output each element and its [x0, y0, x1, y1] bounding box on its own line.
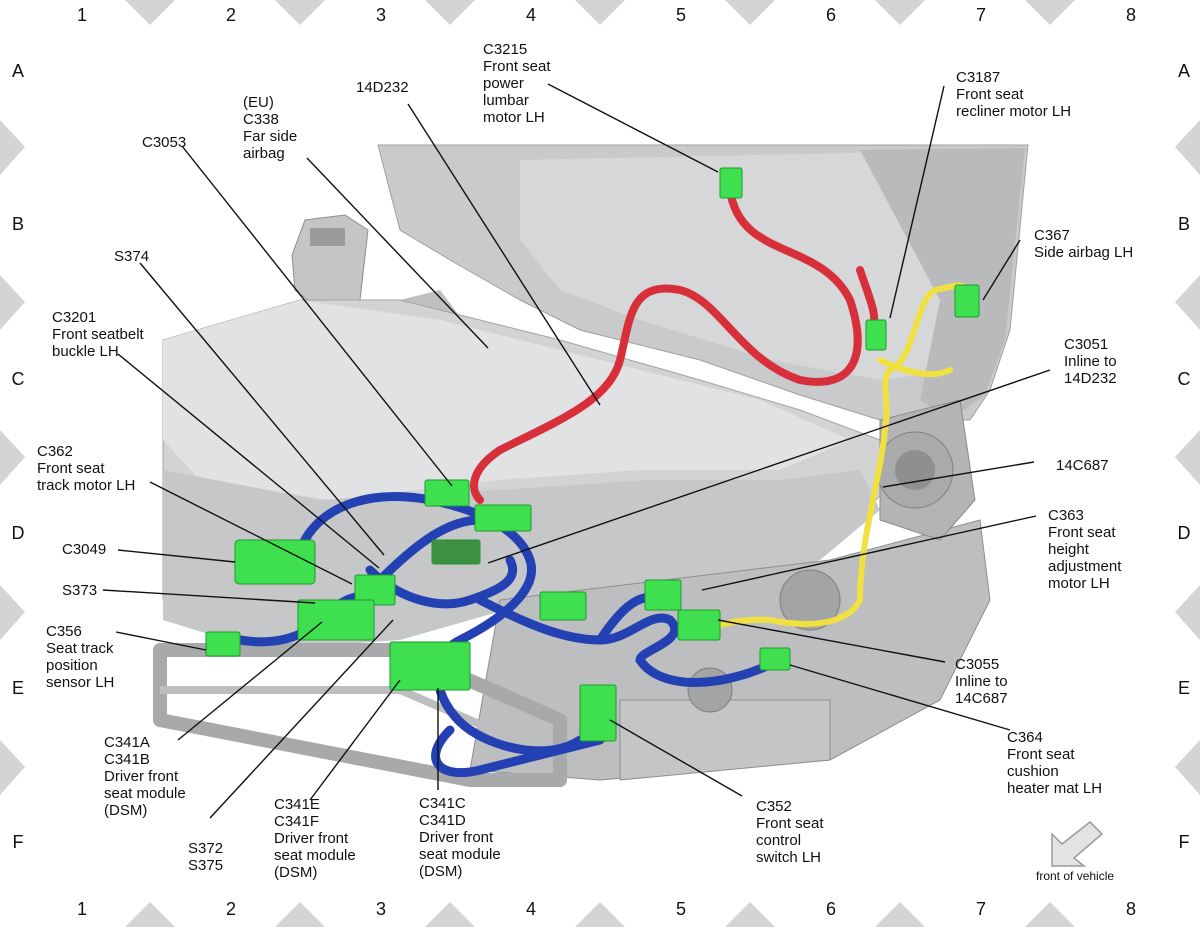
- connector-c3055: [677, 609, 721, 641]
- connector-c362: [354, 574, 396, 606]
- leader-lines: [102, 83, 1051, 819]
- grid-col-2-bottom: 2: [225, 899, 236, 919]
- grid-col-7-bottom: 7: [975, 899, 986, 919]
- label-14c687: 14C687: [1056, 457, 1109, 474]
- front-of-vehicle-arrow-icon: [1051, 820, 1104, 867]
- grid-row-d-left: D: [11, 523, 25, 543]
- grid-row-e-left: E: [11, 678, 24, 698]
- grid-col-6-top: 6: [825, 5, 836, 25]
- connector-s372: [539, 591, 587, 621]
- grid-col-5-bottom: 5: [675, 899, 686, 919]
- connectors: [205, 167, 980, 742]
- connector-c341ef: [389, 641, 471, 691]
- connector-14d232: [474, 504, 532, 532]
- connector-c356: [205, 631, 241, 657]
- grid-row-a-right: A: [1177, 61, 1190, 81]
- connector-c352: [579, 684, 617, 742]
- grid-row-f-left: F: [12, 832, 24, 852]
- label-c3049: C3049: [62, 541, 107, 558]
- label-c3053: C3053: [142, 134, 187, 151]
- grid-col-3-top: 3: [375, 5, 386, 25]
- connector-c367: [954, 284, 980, 318]
- connector-c364: [759, 647, 791, 671]
- grid-row-f-right: F: [1178, 832, 1190, 852]
- grid-row-b-right: B: [1177, 214, 1190, 234]
- grid-col-4-bottom: 4: [525, 899, 536, 919]
- harness-yellow: [697, 282, 967, 633]
- grid-col-6-bottom: 6: [825, 899, 836, 919]
- grid-col-1-top: 1: [76, 5, 87, 25]
- grid-col-2-top: 2: [225, 5, 236, 25]
- grid-row-d-right: D: [1177, 523, 1191, 543]
- grid-col-7-top: 7: [975, 5, 986, 25]
- connector-c3053: [424, 479, 470, 507]
- connector-c3187: [865, 319, 887, 351]
- connector-c363: [644, 579, 682, 611]
- grid-col-5-top: 5: [675, 5, 686, 25]
- grid-row-b-left: B: [11, 214, 24, 234]
- grid-row-a-left: A: [11, 61, 24, 81]
- grid-col-3-bottom: 3: [375, 899, 386, 919]
- grid-col-8-bottom: 8: [1125, 899, 1136, 919]
- connector-c3051: [431, 539, 481, 565]
- connector-c3049: [234, 539, 316, 585]
- grid-row-e-right: E: [1177, 678, 1190, 698]
- connector-c3215: [719, 167, 743, 199]
- label-s374: S374: [114, 248, 150, 265]
- grid-col-8-top: 8: [1125, 5, 1136, 25]
- grid-col-4-top: 4: [525, 5, 536, 25]
- connector-s373: [297, 599, 375, 641]
- harness-blue: [235, 492, 785, 778]
- grid-col-1-bottom: 1: [76, 899, 87, 919]
- grid-row-c-right: C: [1177, 369, 1191, 389]
- grid-row-c-left: C: [11, 369, 25, 389]
- front-of-vehicle-label: front of vehicle: [1036, 869, 1115, 883]
- label-s373: S373: [62, 582, 98, 599]
- label-14d232: 14D232: [356, 79, 409, 96]
